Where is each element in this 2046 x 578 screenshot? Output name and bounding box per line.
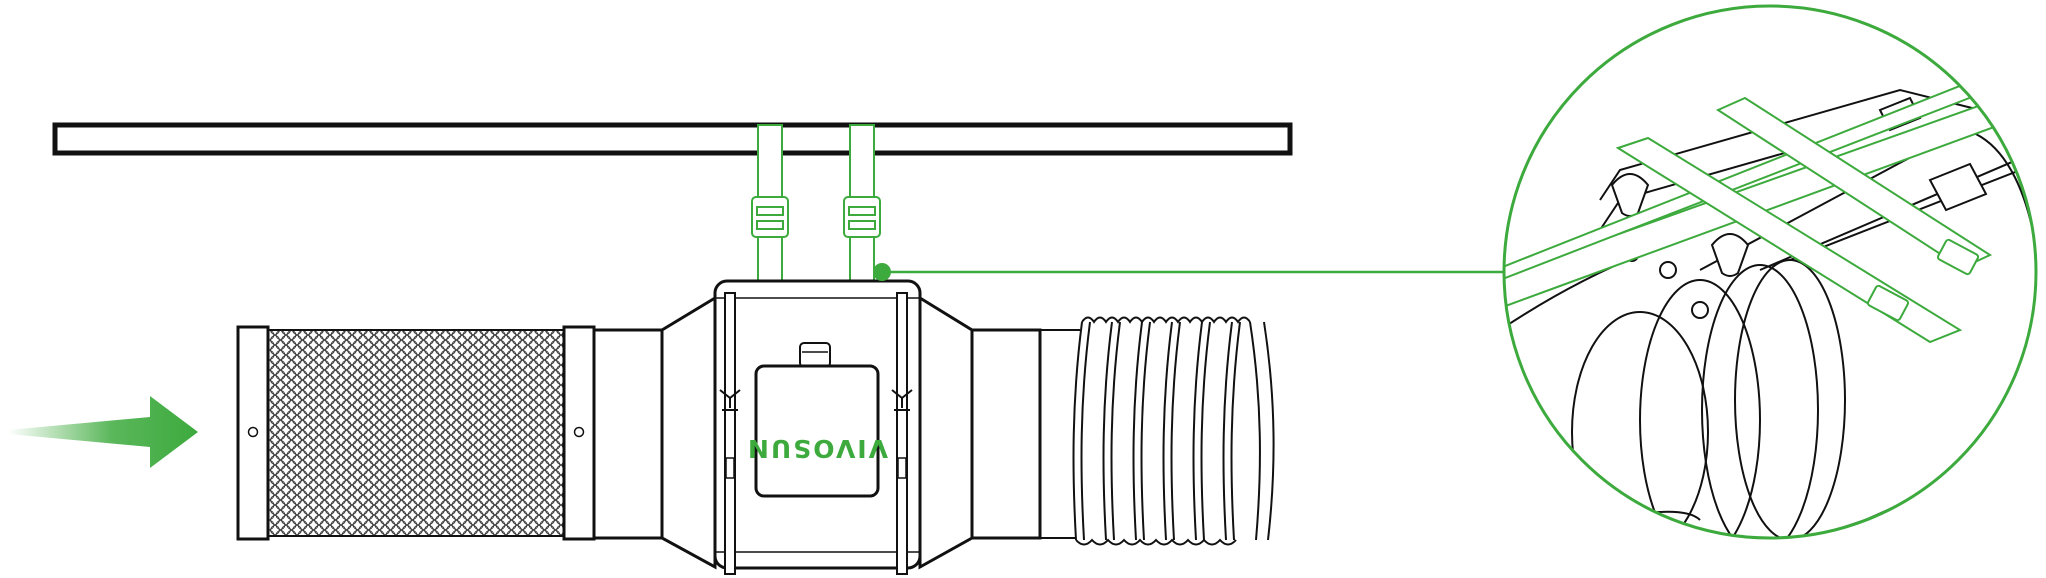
outlet-collar	[970, 328, 1042, 540]
filter-screw-left	[247, 426, 259, 438]
callout-line	[873, 263, 1504, 281]
zoom-detail	[1502, 4, 2038, 540]
hanging-strap-left	[751, 124, 789, 288]
inlet-collar	[592, 328, 664, 540]
cable-gland	[799, 342, 831, 368]
hanging-strap-right	[843, 124, 881, 288]
ceiling-beam	[52, 122, 1293, 156]
carbon-filter	[236, 325, 596, 541]
flexible-duct	[1040, 316, 1275, 546]
brand-logo: VIVOSUN	[746, 434, 888, 463]
airflow-arrow-icon	[8, 396, 198, 468]
zoom-ring	[1502, 4, 2038, 540]
filter-screw-right	[573, 426, 585, 438]
controller-box	[754, 364, 880, 498]
inline-duct-fan: VIVOSUN	[660, 279, 974, 575]
callout-dot	[873, 263, 891, 281]
